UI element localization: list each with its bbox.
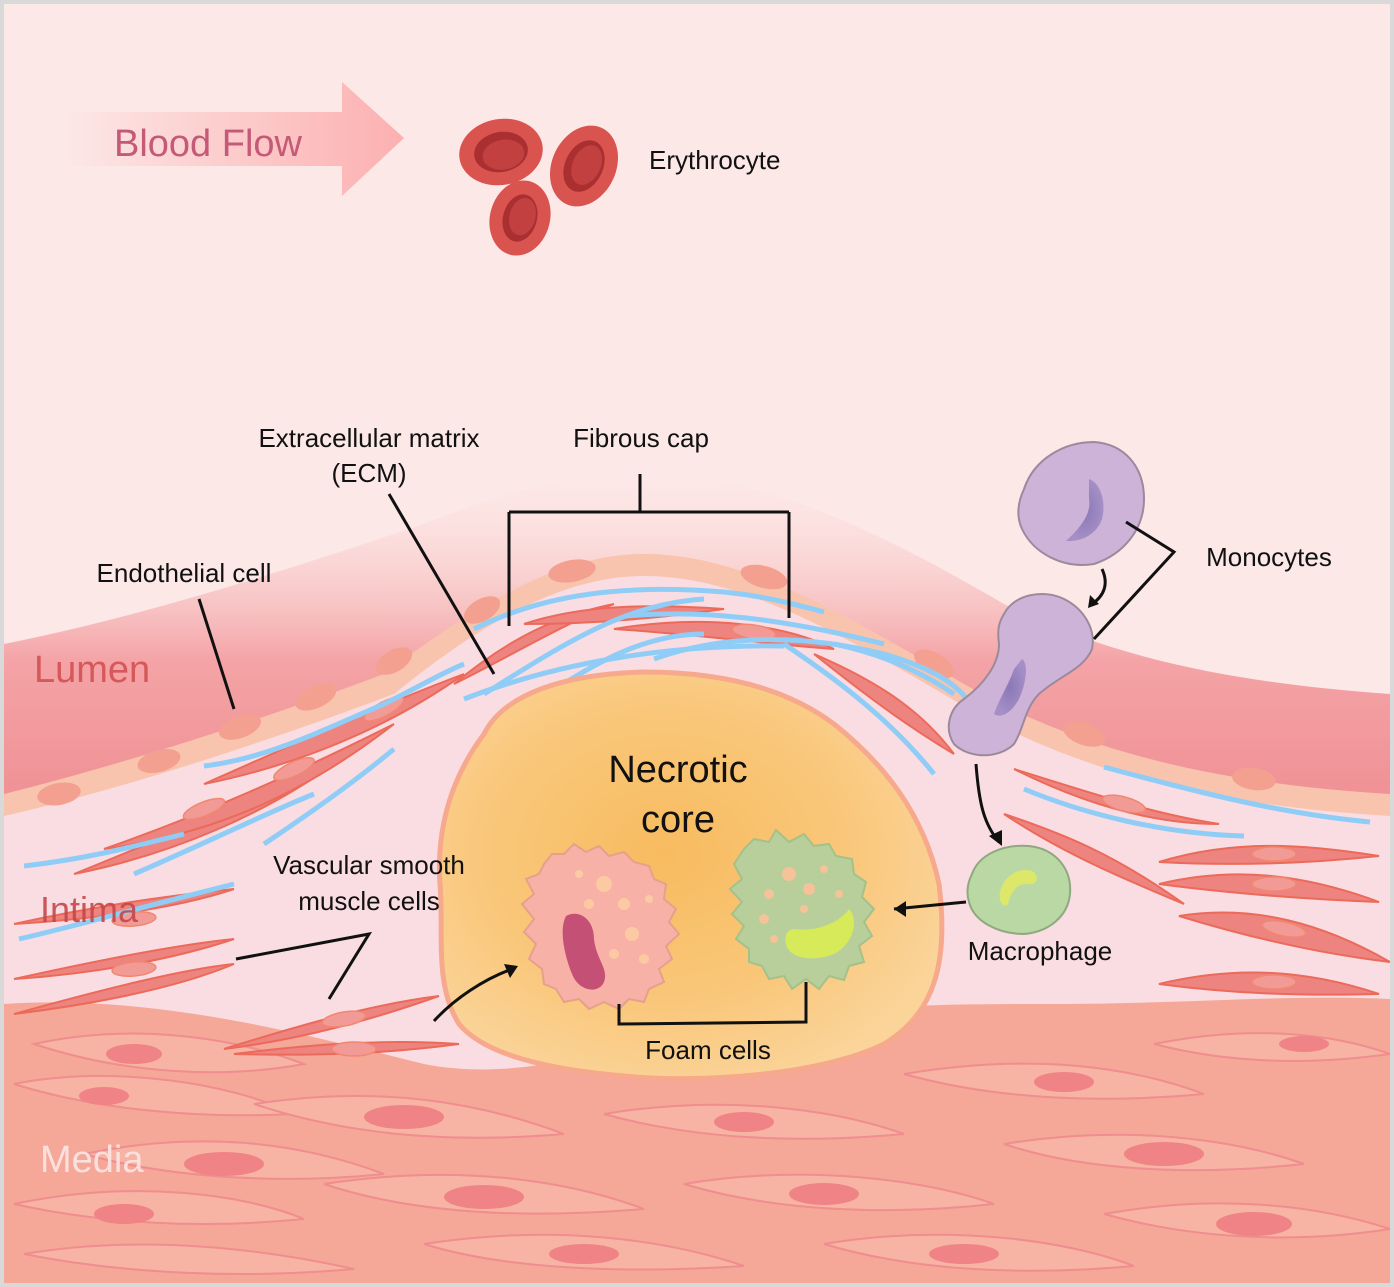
endothelial-cell-label: Endothelial cell	[97, 558, 272, 588]
necrotic-core-label-line2: core	[641, 799, 715, 841]
vsmc-label-line2: muscle cells	[298, 886, 440, 916]
macrophage-cell	[966, 844, 1072, 936]
ecm-fibers	[18, 586, 1371, 942]
atherosclerosis-illustration: Blood Flow Erythrocyte	[4, 82, 1390, 1283]
foam-cells-label: Foam cells	[645, 1035, 771, 1065]
lumen-label: Lumen	[34, 649, 150, 691]
blood-flow-label: Blood Flow	[114, 123, 303, 165]
media-label: Media	[40, 1139, 144, 1181]
vsmc-label-line1: Vascular smooth	[273, 850, 465, 880]
ecm-label-line1: Extracellular matrix	[258, 423, 479, 453]
annotation-lines	[197, 474, 1177, 1026]
media-layer	[4, 997, 1390, 1283]
monocyte-circulating	[1017, 440, 1146, 566]
macrophage-label: Macrophage	[968, 936, 1113, 966]
ecm-label-line2: (ECM)	[331, 458, 406, 488]
blood-flow-arrow	[62, 82, 404, 196]
monocytes-label: Monocytes	[1206, 542, 1332, 572]
foam-cell-green	[728, 828, 876, 991]
erythrocyte-label: Erythrocyte	[649, 145, 781, 175]
foam-cell-pink	[520, 842, 681, 1011]
diagram-canvas: Blood Flow Erythrocyte	[4, 4, 1390, 1283]
fibrous-cap-label: Fibrous cap	[573, 423, 709, 453]
monocyte-transmigrating	[947, 593, 1094, 757]
endothelial-layer	[4, 554, 1390, 816]
erythrocyte-cells	[459, 118, 619, 256]
necrotic-core-label-line1: Necrotic	[608, 749, 747, 791]
intima-label: Intima	[40, 889, 139, 930]
smooth-muscle-cells	[13, 603, 1390, 1056]
